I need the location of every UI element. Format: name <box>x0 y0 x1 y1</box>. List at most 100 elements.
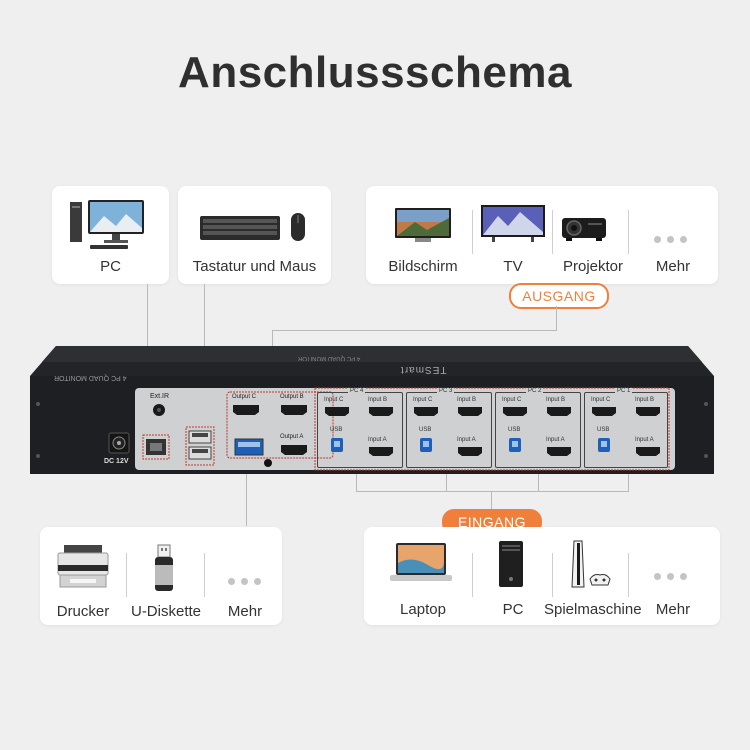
output-label-projector: Projektor <box>562 258 624 275</box>
usb-b-port[interactable] <box>508 437 522 453</box>
audio-port[interactable] <box>263 458 273 468</box>
input-b-label: Input B <box>635 397 655 403</box>
dc-power-port[interactable] <box>108 432 130 454</box>
connector-line <box>356 491 629 492</box>
output-label-more: Mehr <box>655 258 691 275</box>
output-label-monitor: Bildschirm <box>388 258 458 275</box>
laptop-icon <box>390 543 452 581</box>
usb-label-printer: Drucker <box>56 603 110 620</box>
usb-label: USB <box>597 427 610 433</box>
pc-group-1: PC 1 Input C Input B USB Input A <box>584 388 668 468</box>
pc-group-label: PC 2 <box>526 388 544 394</box>
input-label-console: Spielmaschine <box>544 601 642 618</box>
input-a-label: Input A <box>546 437 565 443</box>
input-b-label: Input B <box>457 397 477 403</box>
connector-line <box>246 468 247 526</box>
separator <box>628 210 629 254</box>
separator <box>126 553 127 597</box>
usb-devices-card: Drucker U-Diskette Mehr <box>40 527 282 625</box>
separator <box>552 210 553 254</box>
game-console-icon <box>571 540 611 588</box>
hdmi-input-a[interactable] <box>635 446 661 457</box>
output-devices-card: Bildschirm TV Projektor Mehr <box>366 186 718 284</box>
more-dots-icon <box>228 572 267 590</box>
usb-b-port[interactable] <box>597 437 611 453</box>
keyboard-mouse-card: Tastatur und Maus <box>178 186 331 284</box>
input-b-label: Input B <box>368 397 388 403</box>
pc-group-3: PC 3 Input C Input B USB Input A <box>406 388 492 468</box>
input-a-label: Input A <box>368 437 387 443</box>
pc-group-label: PC 4 <box>348 388 366 394</box>
connector-line <box>491 491 492 509</box>
input-c-label: Input C <box>324 397 344 403</box>
ethernet-port[interactable] <box>142 434 170 460</box>
model-text: 4 PC QUAD MONITOR <box>54 374 127 381</box>
input-devices-card: Laptop PC Spielmaschine Mehr <box>364 527 720 625</box>
pc-card: PC <box>52 186 169 284</box>
output-c-label: Output C <box>232 394 257 400</box>
hdmi-input-b[interactable] <box>546 406 572 417</box>
printer-icon <box>57 545 109 588</box>
input-c-label: Input C <box>591 397 611 403</box>
hdmi-input-c[interactable] <box>591 406 617 417</box>
hdmi-output-c[interactable] <box>232 404 260 416</box>
hdmi-input-c[interactable] <box>413 406 439 417</box>
pc-group-2: PC 2 Input C Input B USB Input A <box>495 388 581 468</box>
more-dots-icon <box>654 230 693 248</box>
pc-tower-icon <box>499 541 523 587</box>
separator <box>472 553 473 597</box>
usb-stick-icon <box>155 544 173 591</box>
hdmi-input-c[interactable] <box>324 406 350 417</box>
hdmi-input-a[interactable] <box>546 446 572 457</box>
input-a-label: Input A <box>457 437 476 443</box>
input-c-label: Input C <box>502 397 522 403</box>
input-a-label: Input A <box>635 437 654 443</box>
hdmi-input-a[interactable] <box>457 446 483 457</box>
usb-label: USB <box>419 427 432 433</box>
connector-line <box>538 470 539 492</box>
pc-group-label: PC 3 <box>437 388 455 394</box>
usb-b-port[interactable] <box>330 437 344 453</box>
separator <box>628 553 629 597</box>
usb-label: USB <box>508 427 521 433</box>
separator <box>204 553 205 597</box>
hdmi-input-b[interactable] <box>457 406 483 417</box>
pc-input-area: PC 4 Input C Input B USB Input A PC 3 In… <box>313 386 670 472</box>
usb-ports-keyboard-mouse[interactable] <box>185 426 215 466</box>
more-dots-icon <box>654 567 693 585</box>
connector-line <box>356 470 357 492</box>
hdmi-input-a[interactable] <box>368 446 394 457</box>
output-label-tv: TV <box>503 258 523 275</box>
usb-b-port[interactable] <box>419 437 433 453</box>
brand-logo: TESmart <box>400 364 447 375</box>
pc-group-label: PC 1 <box>615 388 633 394</box>
projector-icon <box>562 218 606 241</box>
mouse-icon <box>291 213 305 241</box>
tv-icon <box>481 205 545 242</box>
ext-ir-label: Ext.IR <box>150 393 170 400</box>
separator <box>472 210 473 254</box>
usb-label: USB <box>330 427 343 433</box>
hdmi-output-b[interactable] <box>280 404 308 416</box>
input-c-label: Input C <box>413 397 433 403</box>
connector-line <box>628 470 629 492</box>
input-label-pc: PC <box>502 601 524 618</box>
hdmi-input-b[interactable] <box>368 406 394 417</box>
usb-label-more: Mehr <box>227 603 263 620</box>
pc-label: PC <box>100 258 121 275</box>
hdmi-output-a[interactable] <box>280 444 308 456</box>
usb3-port[interactable] <box>234 438 264 456</box>
monitor-icon <box>395 208 451 242</box>
hdmi-input-c[interactable] <box>502 406 528 417</box>
hdmi-input-b[interactable] <box>635 406 661 417</box>
usb-label-stick: U-Diskette <box>130 603 201 620</box>
page-title: Anschlussschema <box>178 48 572 97</box>
output-b-label: Output B <box>280 394 304 400</box>
connector-line <box>272 330 557 331</box>
desktop-pc-icon <box>70 200 144 249</box>
ir-port[interactable] <box>152 403 166 417</box>
kvm-switch-device: TESmart 4 PC QUAD MONITOR 4 PC QUAD MONI… <box>30 346 714 476</box>
dc-label: DC 12V <box>104 458 129 465</box>
pc-group-4: PC 4 Input C Input B USB Input A <box>317 388 403 468</box>
keyboard-mouse-label: Tastatur und Maus <box>192 258 317 275</box>
